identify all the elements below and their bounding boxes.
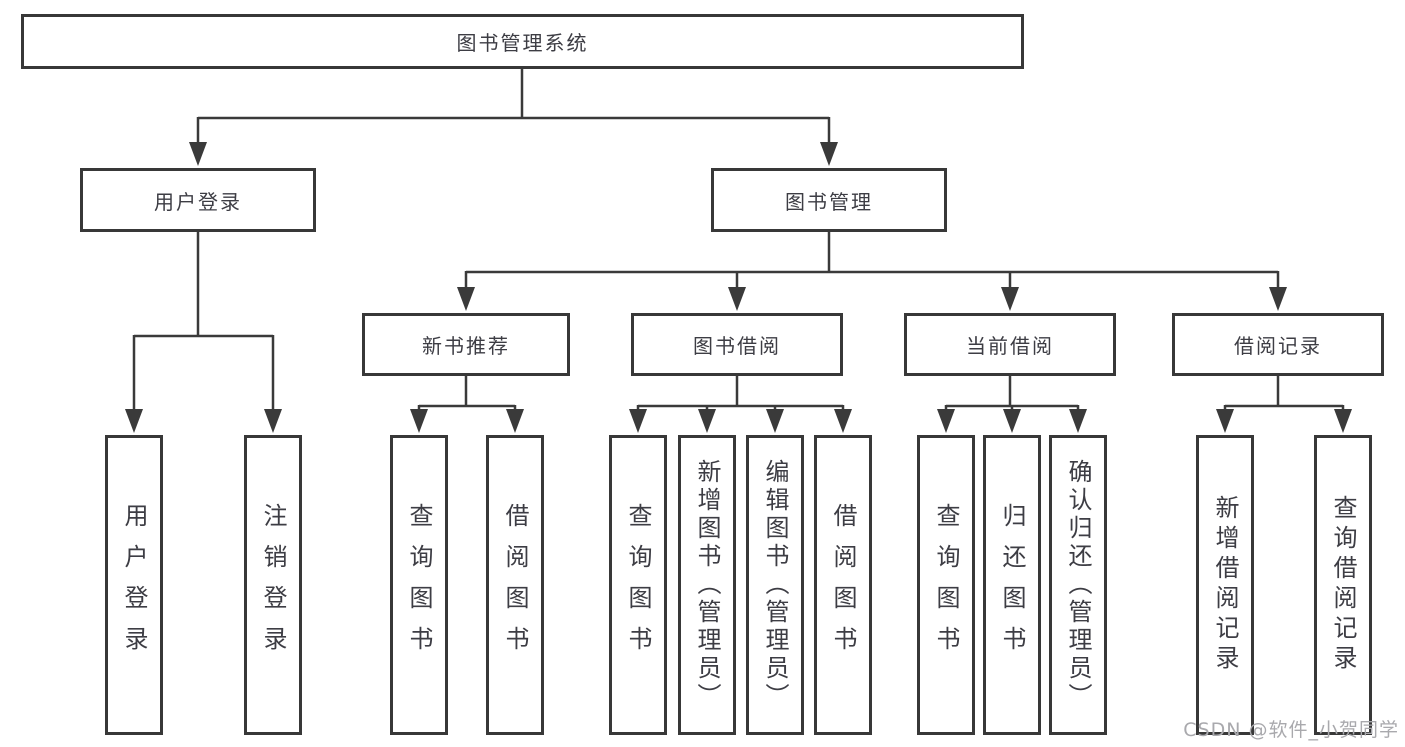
node-label: 编辑图书（管理员） [761,459,789,711]
leaf-borrow-books: 借阅图书 [814,435,872,735]
node-label: 用户登录 [154,189,242,214]
node-label: 查询图书 [624,503,652,667]
node-label: 图书借阅 [693,334,781,358]
node-label: 归还图书 [998,503,1026,667]
leaf-user-login: 用户登录 [105,435,163,735]
leaf-confirm-return-admin: 确认归还（管理员） [1049,435,1107,735]
csdn-watermark: CSDN @软件_小贺同学 [1183,719,1399,741]
node-current-borrow: 当前借阅 [904,313,1116,376]
node-label: 图书管理系统 [456,31,589,55]
node-new-book-recommend: 新书推荐 [362,313,570,376]
leaf-query-books-recommend: 查询图书 [390,435,448,735]
leaf-logout: 注销登录 [244,435,302,735]
node-label: 确认归还（管理员） [1064,459,1092,711]
node-book-borrow: 图书借阅 [631,313,843,376]
leaf-add-borrow-record: 新增借阅记录 [1196,435,1254,735]
node-label: 注销登录 [259,503,287,667]
leaf-return-book: 归还图书 [983,435,1041,735]
node-label: 图书管理 [785,189,873,214]
node-label: 借阅图书 [501,503,529,667]
leaf-add-book-admin: 新增图书（管理员） [678,435,736,735]
node-label: 用户登录 [120,503,148,667]
node-label: 新增图书（管理员） [693,459,721,711]
leaf-query-books-current: 查询图书 [917,435,975,735]
node-borrow-records: 借阅记录 [1172,313,1384,376]
root-node: 图书管理系统 [21,14,1024,69]
leaf-query-books-borrow: 查询图书 [609,435,667,735]
node-book-management: 图书管理 [711,168,947,232]
node-user-login: 用户登录 [80,168,316,232]
node-label: 当前借阅 [966,334,1054,358]
leaf-borrow-books-recommend: 借阅图书 [486,435,544,735]
node-label: 新增借阅记录 [1211,495,1239,675]
node-label: 借阅记录 [1234,334,1322,358]
node-label: 新书推荐 [422,334,510,358]
node-label: 查询图书 [932,503,960,667]
node-label: 查询图书 [405,503,433,667]
arrowheads [125,142,1352,433]
node-label: 查询借阅记录 [1329,495,1357,675]
leaf-edit-book-admin: 编辑图书（管理员） [746,435,804,735]
leaf-query-borrow-record: 查询借阅记录 [1314,435,1372,735]
node-label: 借阅图书 [829,503,857,667]
